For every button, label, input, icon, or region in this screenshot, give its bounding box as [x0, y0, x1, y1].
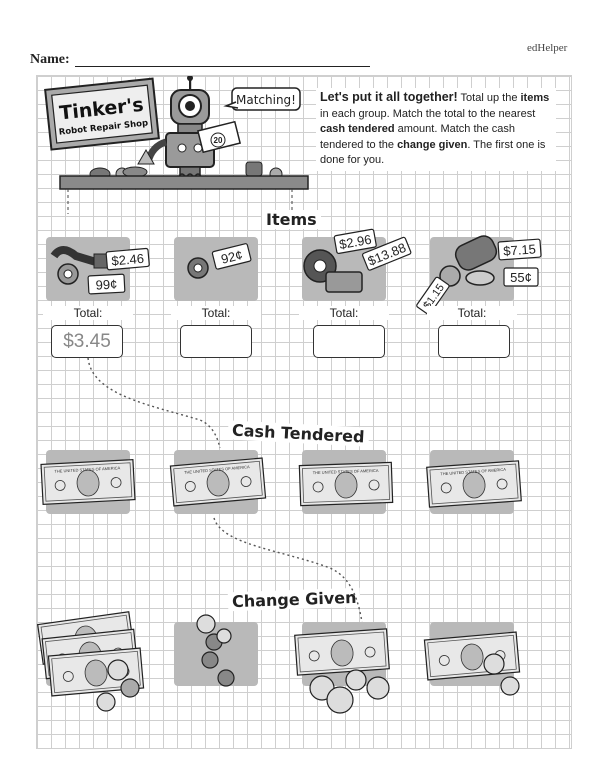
brand-label: edHelper	[527, 42, 568, 54]
instructions-text-2: in each group. Match the total to the ne…	[320, 107, 536, 120]
change-coin-2a	[196, 614, 216, 634]
cash-bill-4: THE UNITED STATES OF AMERICA	[426, 460, 522, 508]
instructions-text-4: . The first one is done for you.	[320, 138, 546, 167]
speech-text: Matching!	[236, 93, 296, 107]
total-label-4: Total:	[427, 306, 517, 320]
svg-text:99¢: 99¢	[95, 276, 117, 292]
total-answer-3[interactable]	[313, 325, 385, 358]
instructions: Let's put it all together! Total up the …	[316, 88, 556, 171]
svg-text:$2.96: $2.96	[338, 232, 373, 252]
change-bill-3	[294, 628, 390, 676]
item-illustrations: $2.46 99¢ 92¢ $2.96 $13.88 $7.15 55¢ $1.…	[50, 228, 542, 315]
svg-text:THE UNITED STATES OF AMERICA: THE UNITED STATES OF AMERICA	[184, 464, 250, 475]
name-line[interactable]	[75, 66, 370, 67]
change-coin-2c	[201, 651, 219, 669]
change-coin-4b	[500, 676, 520, 696]
change-coin-4a	[483, 653, 505, 675]
change-coin-1b	[120, 678, 140, 698]
cash-bill-3: THE UNITED STATES OF AMERICA	[298, 461, 394, 507]
total-label-1: Total:	[43, 306, 133, 320]
cash-bill-2: THE UNITED STATES OF AMERICA	[169, 457, 267, 507]
robot-shop-illustration: Tinker's Robot Repair Shop 20 Matching!	[44, 76, 309, 214]
speech-bubble: Matching!	[223, 87, 301, 111]
total-answer-1[interactable]: $3.45	[51, 325, 123, 358]
instructions-lead: Let's put it all together!	[320, 90, 458, 104]
price-tag-4a: $7.15	[497, 238, 542, 261]
name-label: Name:	[30, 52, 70, 67]
change-coin-1c	[96, 692, 116, 712]
total-answer-4[interactable]	[438, 325, 510, 358]
instructions-bold-change: change given	[397, 138, 468, 151]
change-coin-2d	[217, 669, 235, 687]
svg-text:$2.46: $2.46	[111, 251, 145, 269]
change-coin-3d	[366, 676, 390, 700]
svg-text:55¢: 55¢	[510, 270, 532, 285]
total-label-2: Total:	[171, 306, 261, 320]
price-tag-1b: 99¢	[87, 273, 126, 295]
total-answer-2[interactable]	[180, 325, 252, 358]
svg-text:92¢: 92¢	[219, 247, 244, 267]
price-tag-4b: 55¢	[503, 267, 539, 287]
change-coin-2e	[216, 628, 232, 644]
robot: 20	[144, 76, 242, 180]
svg-text:$7.15: $7.15	[503, 241, 537, 258]
shop-sign: Tinker's Robot Repair Shop	[44, 77, 160, 151]
total-label-3: Total:	[299, 306, 389, 320]
price-tag-1a: $2.46	[105, 247, 150, 271]
robot-bill-label: 20	[214, 136, 223, 145]
instructions-text-1: Total up the	[457, 92, 521, 104]
change-coin-1a	[107, 659, 129, 681]
instructions-bold-items: items	[520, 92, 550, 104]
cash-bill-1: THE UNITED STATES OF AMERICA	[40, 459, 136, 505]
change-coin-3c	[345, 669, 367, 691]
instructions-text-3: amount. Match the cash tendered to the	[320, 123, 516, 151]
svg-text:THE UNITED STATES OF AMERICA: THE UNITED STATES OF AMERICA	[54, 465, 120, 473]
items-title: Items	[262, 210, 321, 229]
change-coin-3b	[326, 686, 354, 714]
instructions-bold-cash: cash tendered	[320, 123, 395, 135]
svg-text:THE UNITED STATES OF AMERICA: THE UNITED STATES OF AMERICA	[313, 468, 379, 475]
svg-text:THE UNITED STATES OF AMERICA: THE UNITED STATES OF AMERICA	[440, 467, 506, 477]
price-tag-2a: 92¢	[211, 243, 252, 270]
change-bill-4	[423, 631, 521, 681]
price-tag-3a: $2.96	[333, 228, 377, 255]
